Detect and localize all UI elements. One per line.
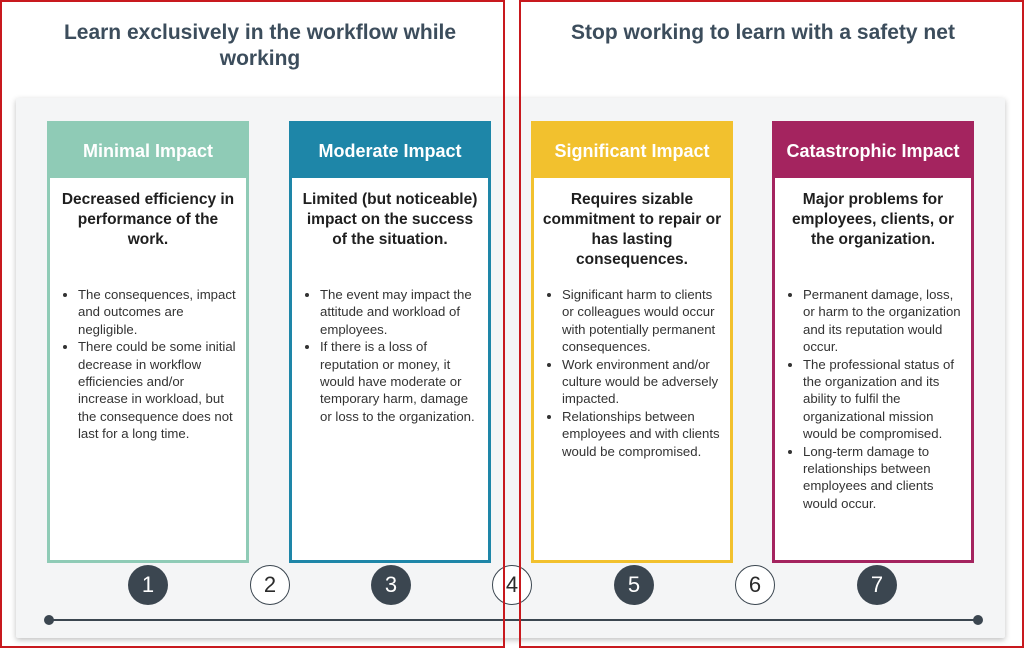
card-description: Major problems for employees, clients, o… xyxy=(792,191,954,248)
bullet-item: The event may impact the attitude and wo… xyxy=(320,286,478,338)
card-title: Significant Impact xyxy=(534,124,730,178)
scale-marker-6: 6 xyxy=(735,565,775,605)
left-heading: Learn exclusively in the workflow while … xyxy=(63,21,457,70)
bullet-item: The consequences, impact and outcomes ar… xyxy=(78,286,236,338)
card-bullets: The consequences, impact and outcomes ar… xyxy=(50,286,246,443)
bullet-item: Significant harm to clients or colleague… xyxy=(562,286,720,356)
bullet-item: Work environment and/or culture would be… xyxy=(562,356,720,408)
significant-impact-card: Significant Impact Requires sizable comm… xyxy=(531,121,733,563)
catastrophic-impact-card: Catastrophic Impact Major problems for e… xyxy=(772,121,974,563)
left-frame xyxy=(0,0,505,648)
bullet-item: Long-term damage to relationships betwee… xyxy=(803,443,961,513)
scale-marker-7: 7 xyxy=(857,565,897,605)
scale-marker-2: 2 xyxy=(250,565,290,605)
card-bullets: Permanent damage, loss, or harm to the o… xyxy=(775,286,971,512)
right-heading: Stop working to learn with a safety net xyxy=(571,21,955,44)
scale-marker-1: 1 xyxy=(128,565,168,605)
card-title: Moderate Impact xyxy=(292,124,488,178)
bullet-item: Permanent damage, loss, or harm to the o… xyxy=(803,286,961,356)
scale-start-dot xyxy=(44,615,54,625)
bullet-item: The professional status of the organizat… xyxy=(803,356,961,443)
scale-line xyxy=(48,619,979,621)
card-description: Requires sizable commitment to repair or… xyxy=(542,191,722,268)
card-description: Limited (but noticeable) impact on the s… xyxy=(302,191,478,248)
card-title: Catastrophic Impact xyxy=(775,124,971,178)
minimal-impact-card: Minimal Impact Decreased efficiency in p… xyxy=(47,121,249,563)
scale-marker-5: 5 xyxy=(614,565,654,605)
card-title: Minimal Impact xyxy=(50,124,246,178)
bullet-item: There could be some initial decrease in … xyxy=(78,338,236,442)
card-description: Decreased efficiency in performance of t… xyxy=(61,191,235,248)
bullet-item: Relationships between employees and with… xyxy=(562,408,720,460)
card-bullets: The event may impact the attitude and wo… xyxy=(292,286,488,425)
bullet-item: If there is a loss of reputation or mone… xyxy=(320,338,478,425)
scale-marker-3: 3 xyxy=(371,565,411,605)
card-bullets: Significant harm to clients or colleague… xyxy=(534,286,730,460)
scale-end-dot xyxy=(973,615,983,625)
scale-marker-4: 4 xyxy=(492,565,532,605)
moderate-impact-card: Moderate Impact Limited (but noticeable)… xyxy=(289,121,491,563)
right-frame xyxy=(519,0,1024,648)
